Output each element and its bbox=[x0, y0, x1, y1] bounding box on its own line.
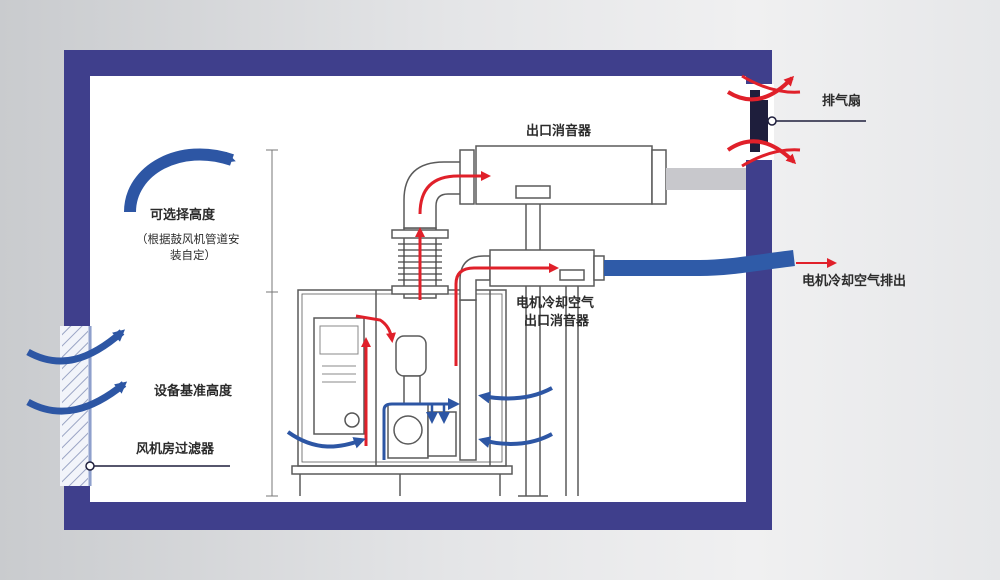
label-selectable-height-note-2: 装自定） bbox=[170, 248, 216, 262]
height-dimension-line bbox=[266, 149, 278, 497]
label-outlet-silencer: 出口消音器 bbox=[526, 124, 592, 139]
intake-arrow-1 bbox=[26, 329, 126, 365]
fan-air-arrow-top-2 bbox=[741, 74, 801, 94]
label-motor-cooling-silencer-1: 电机冷却空气 bbox=[516, 296, 595, 311]
height-curve-arrow bbox=[124, 148, 236, 213]
label-exhaust-fan: 排气扇 bbox=[822, 94, 862, 109]
label-room-filter: 风机房过滤器 bbox=[136, 442, 215, 457]
intake-arrow-left bbox=[286, 430, 366, 449]
label-selectable-height-note-1: （根据鼓风机管道安 bbox=[136, 232, 240, 246]
label-motor-cooling-silencer-2: 出口消音器 bbox=[524, 314, 590, 329]
process-air-arrow-panel bbox=[355, 314, 396, 343]
control-panel bbox=[313, 317, 365, 435]
intake-arrow-2 bbox=[26, 381, 128, 415]
cooling-duct bbox=[604, 250, 795, 276]
cooling-silencer-stand bbox=[565, 286, 579, 496]
intake-arrow-right-2 bbox=[478, 432, 553, 448]
fan-air-arrow-top bbox=[726, 75, 795, 102]
label-equipment-base-height: 设备基准高度 bbox=[154, 384, 233, 399]
silencer-duct bbox=[666, 168, 746, 190]
intake-arrow-right-1 bbox=[478, 386, 553, 404]
exhaust-fan-icon bbox=[744, 84, 866, 160]
outlet-silencer bbox=[459, 145, 667, 205]
fan-air-arrow-bottom-2 bbox=[741, 148, 801, 168]
label-motor-cooling-exhaust: 电机冷却空气排出 bbox=[802, 274, 907, 289]
filter-leader bbox=[85, 461, 230, 471]
motor-core bbox=[387, 299, 477, 461]
intake-arrow-loop bbox=[382, 398, 460, 460]
process-air-arrow-elbow bbox=[418, 171, 491, 215]
cooling-air-arrow bbox=[454, 263, 559, 366]
label-selectable-height: 可选择高度 bbox=[150, 208, 216, 223]
fan-air-arrow-bottom bbox=[726, 139, 797, 165]
